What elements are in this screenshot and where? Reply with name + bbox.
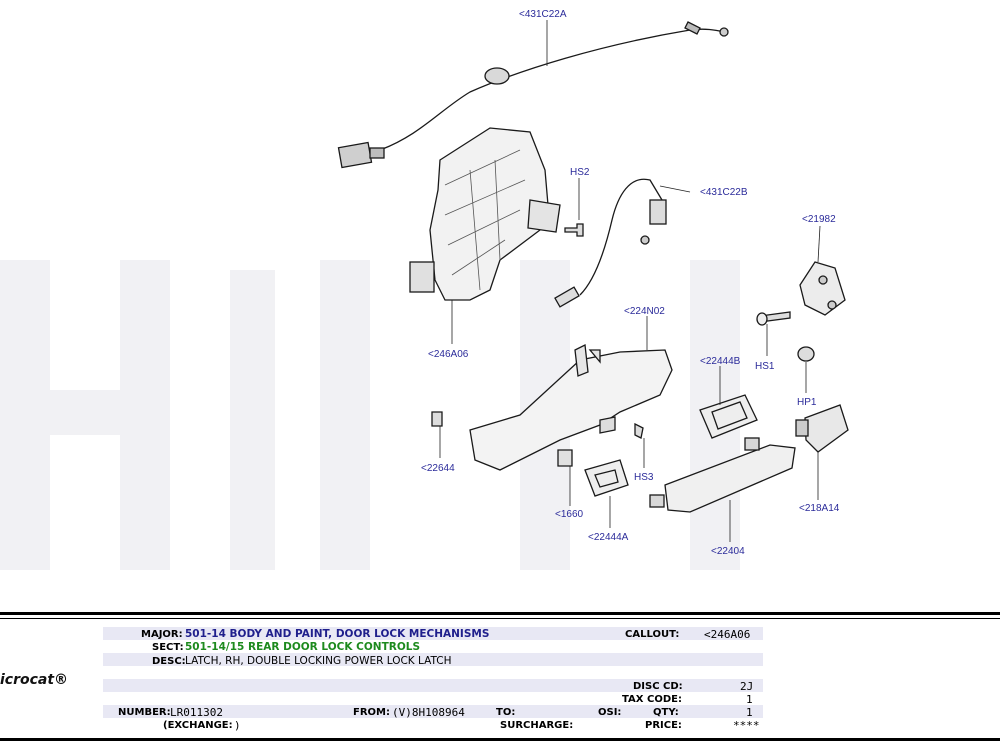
handle-22404 (664, 444, 796, 513)
gasket-22444A (584, 459, 629, 497)
exchange-label: (EXCHANGE: (163, 720, 233, 731)
price-label: PRICE: (645, 720, 682, 731)
disc-value: 2J (740, 680, 754, 693)
screw-HS3 (634, 422, 644, 439)
number-label: NUMBER: (118, 707, 171, 718)
cap-218A14 (804, 404, 849, 453)
callout-431C22B[interactable]: <431C22B (700, 187, 748, 198)
striker-21982 (799, 261, 846, 316)
divider-top (0, 612, 1000, 615)
callout-22404[interactable]: <22404 (711, 546, 745, 557)
callout-HS3[interactable]: HS3 (634, 472, 654, 483)
tax-value: 1 (746, 693, 753, 706)
callout-1660[interactable]: <1660 (555, 509, 584, 520)
part-1660 (557, 449, 573, 467)
cable-431C22B (579, 178, 666, 296)
gasket-22444B (699, 394, 758, 439)
callout-431C22A[interactable]: <431C22A (519, 9, 567, 20)
plug-HP1 (797, 346, 815, 362)
callout-218A14[interactable]: <218A14 (799, 503, 840, 514)
osi-label: OSI: (598, 707, 622, 718)
number-value[interactable]: LR011302 (170, 706, 223, 719)
exchange-value: ) (234, 719, 241, 732)
surcharge-label: SURCHARGE: (500, 720, 574, 731)
qty-value: 1 (746, 706, 753, 719)
latch-246A06 (429, 127, 549, 301)
callout-246A06[interactable]: <246A06 (428, 349, 469, 360)
row-stripe (103, 627, 763, 640)
sect-label: SECT: (152, 642, 184, 653)
row-stripe (103, 705, 763, 718)
row-stripe (103, 653, 763, 666)
clip-22644 (431, 411, 443, 427)
callout-224N02[interactable]: <224N02 (624, 306, 665, 317)
callout-HP1[interactable]: HP1 (797, 397, 817, 408)
desc-label: DESC: (152, 656, 186, 667)
to-label: TO: (496, 707, 516, 718)
tax-label: TAX CODE: (622, 694, 682, 705)
cable-connector (337, 141, 373, 169)
callout-label: CALLOUT: (625, 629, 680, 640)
callout-22644[interactable]: <22644 (421, 463, 455, 474)
callout-22444B[interactable]: <22444B (700, 356, 741, 367)
disc-label: DISC CD: (633, 681, 683, 692)
callout-value: <246A06 (704, 628, 751, 641)
callout-21982[interactable]: <21982 (802, 214, 836, 225)
parts-diagram: <431C22A <431C22B HS2 <21982 <246A06 <22… (337, 9, 849, 557)
from-value: (V)8H108964 (392, 706, 465, 719)
sect-value: 501-14/15 REAR DOOR LOCK CONTROLS (185, 641, 421, 653)
screw-HS2 (564, 223, 584, 237)
price-value: **** (733, 719, 760, 732)
divider-bottom (0, 738, 1000, 741)
from-label: FROM: (353, 707, 390, 718)
divider-top-thin (0, 618, 1000, 619)
major-value: 501-14 BODY AND PAINT, DOOR LOCK MECHANI… (185, 628, 490, 640)
microcat-logo: icrocat® (0, 672, 69, 688)
callout-22444A[interactable]: <22444A (588, 532, 629, 543)
row-stripe (103, 679, 763, 692)
cable-431C22A (379, 28, 726, 151)
qty-label: QTY: (653, 707, 679, 718)
grommet (484, 67, 510, 85)
major-label: MAJOR: (141, 629, 183, 640)
callout-HS1[interactable]: HS1 (755, 361, 775, 372)
callout-HS2[interactable]: HS2 (570, 167, 590, 178)
desc-value: LATCH, RH, DOUBLE LOCKING POWER LOCK LAT… (185, 655, 452, 667)
